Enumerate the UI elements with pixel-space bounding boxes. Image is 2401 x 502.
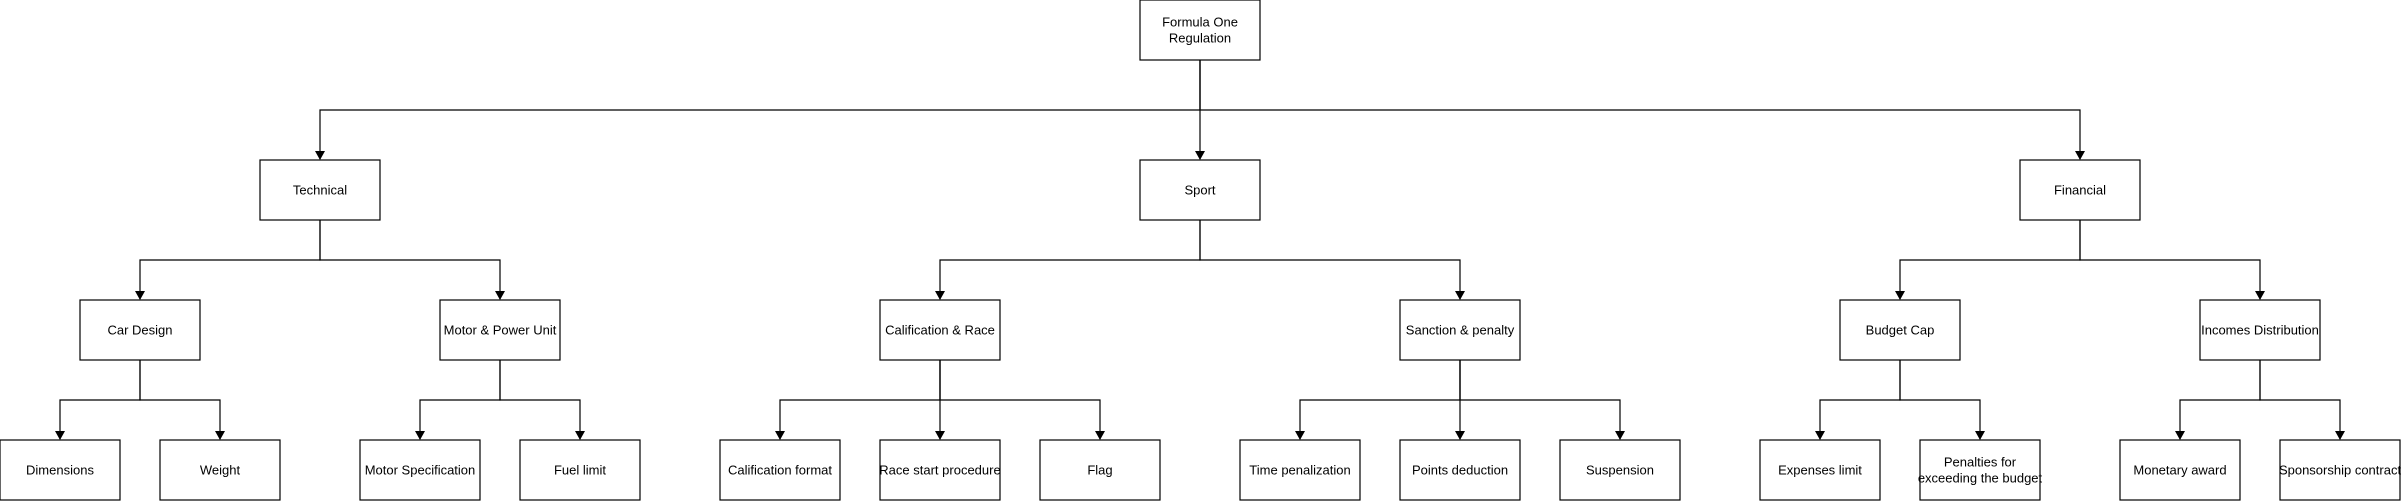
node-label: Incomes Distribution — [2201, 323, 2319, 338]
node-box — [259, 159, 381, 221]
node-label: Sponsorship contract — [2279, 463, 2401, 478]
node-weight: Weight — [159, 439, 281, 501]
node-label: Motor & Power Unit — [444, 323, 557, 338]
node-label: Time penalization — [1249, 463, 1350, 478]
node-label: Weight — [200, 463, 241, 478]
node-label: Sport — [1184, 183, 1215, 198]
node-label: Flag — [1087, 463, 1112, 478]
node-box — [1239, 439, 1361, 501]
node-dimensions: Dimensions — [0, 439, 121, 501]
node-incomes: Incomes Distribution — [2199, 299, 2321, 361]
node-motor-spec: Motor Specification — [359, 439, 481, 501]
node-motor-power: Motor & Power Unit — [439, 299, 561, 361]
node-calification-format: Calification format — [719, 439, 841, 501]
node-box — [2019, 159, 2141, 221]
node-race-start: Race start procedure — [879, 439, 1001, 501]
node-label: Fuel limit — [554, 463, 606, 478]
node-box — [879, 299, 1001, 361]
node-box — [79, 299, 201, 361]
connector-technical-to-motor_power — [319, 220, 505, 300]
node-label: Car Design — [107, 323, 172, 338]
node-car-design: Car Design — [79, 299, 201, 361]
node-expenses-limit: Expenses limit — [1759, 439, 1881, 501]
node-box — [159, 439, 281, 501]
node-label: Formula One — [1162, 15, 1238, 30]
node-label: Motor Specification — [365, 463, 476, 478]
node-label: Penalties for — [1944, 455, 2017, 470]
node-box — [1039, 439, 1161, 501]
node-box — [2119, 439, 2241, 501]
node-label: Expenses limit — [1778, 463, 1862, 478]
node-sponsorship: Sponsorship contract — [2279, 439, 2401, 501]
node-points-deduction: Points deduction — [1399, 439, 1521, 501]
node-label: Monetary award — [2133, 463, 2226, 478]
node-box — [439, 299, 561, 361]
node-label: Financial — [2054, 183, 2106, 198]
node-box — [1139, 159, 1261, 221]
node-sanction-penalty: Sanction & penalty — [1399, 299, 1521, 361]
connector-financial-to-budget_cap — [1895, 220, 2081, 300]
connector-incomes-to-sponsorship — [2259, 360, 2345, 440]
connector-motor_power-to-fuel_limit — [499, 360, 585, 440]
connector-sanction_penalty-to-suspension — [1459, 360, 1625, 440]
node-box — [1759, 439, 1881, 501]
node-time-penalization: Time penalization — [1239, 439, 1361, 501]
connector-lines — [55, 60, 2345, 440]
node-label: Race start procedure — [879, 463, 1000, 478]
node-label: Suspension — [1586, 463, 1654, 478]
node-box — [1919, 439, 2041, 501]
node-label: Dimensions — [26, 463, 94, 478]
connector-incomes-to-monetary_award — [2175, 360, 2261, 440]
node-box — [719, 439, 841, 501]
connector-sport-to-calification_race — [935, 220, 1201, 300]
connector-budget_cap-to-penalties_budget — [1899, 360, 1985, 440]
connector-financial-to-incomes — [2079, 220, 2265, 300]
node-label: Technical — [293, 183, 347, 198]
node-monetary-award: Monetary award — [2119, 439, 2241, 501]
node-label: exceeding the budget — [1918, 471, 2043, 486]
connector-root-to-financial — [1199, 60, 2085, 160]
connector-sport-to-sanction_penalty — [1199, 220, 1465, 300]
connector-car_design-to-dimensions — [55, 360, 141, 440]
node-label: Calification & Race — [885, 323, 995, 338]
node-calification-race: Calification & Race — [879, 299, 1001, 361]
connector-calification_race-to-calification_format — [775, 360, 941, 440]
node-sport: Sport — [1139, 159, 1261, 221]
node-box — [1399, 299, 1521, 361]
node-suspension: Suspension — [1559, 439, 1681, 501]
node-financial: Financial — [2019, 159, 2141, 221]
node-box — [1559, 439, 1681, 501]
node-label: Calification format — [728, 463, 832, 478]
node-box — [359, 439, 481, 501]
node-box — [2199, 299, 2321, 361]
node-label: Budget Cap — [1866, 323, 1935, 338]
node-label: Sanction & penalty — [1406, 323, 1515, 338]
node-box — [879, 439, 1001, 501]
node-label: Points deduction — [1412, 463, 1508, 478]
node-box — [1139, 0, 1261, 61]
connector-motor_power-to-motor_spec — [415, 360, 501, 440]
node-box — [1399, 439, 1521, 501]
node-box — [2279, 439, 2401, 501]
connector-budget_cap-to-expenses_limit — [1815, 360, 1901, 440]
connector-root-to-technical — [315, 60, 1201, 160]
node-budget-cap: Budget Cap — [1839, 299, 1961, 361]
node-label: Regulation — [1169, 31, 1231, 46]
node-fuel-limit: Fuel limit — [519, 439, 641, 501]
connector-calification_race-to-flag — [939, 360, 1105, 440]
node-box — [0, 439, 121, 501]
node-technical: Technical — [259, 159, 381, 221]
node-box — [519, 439, 641, 501]
connector-car_design-to-weight — [139, 360, 225, 440]
connector-technical-to-car_design — [135, 220, 321, 300]
node-flag: Flag — [1039, 439, 1161, 501]
connector-sanction_penalty-to-time_penalization — [1295, 360, 1461, 440]
node-box — [1839, 299, 1961, 361]
